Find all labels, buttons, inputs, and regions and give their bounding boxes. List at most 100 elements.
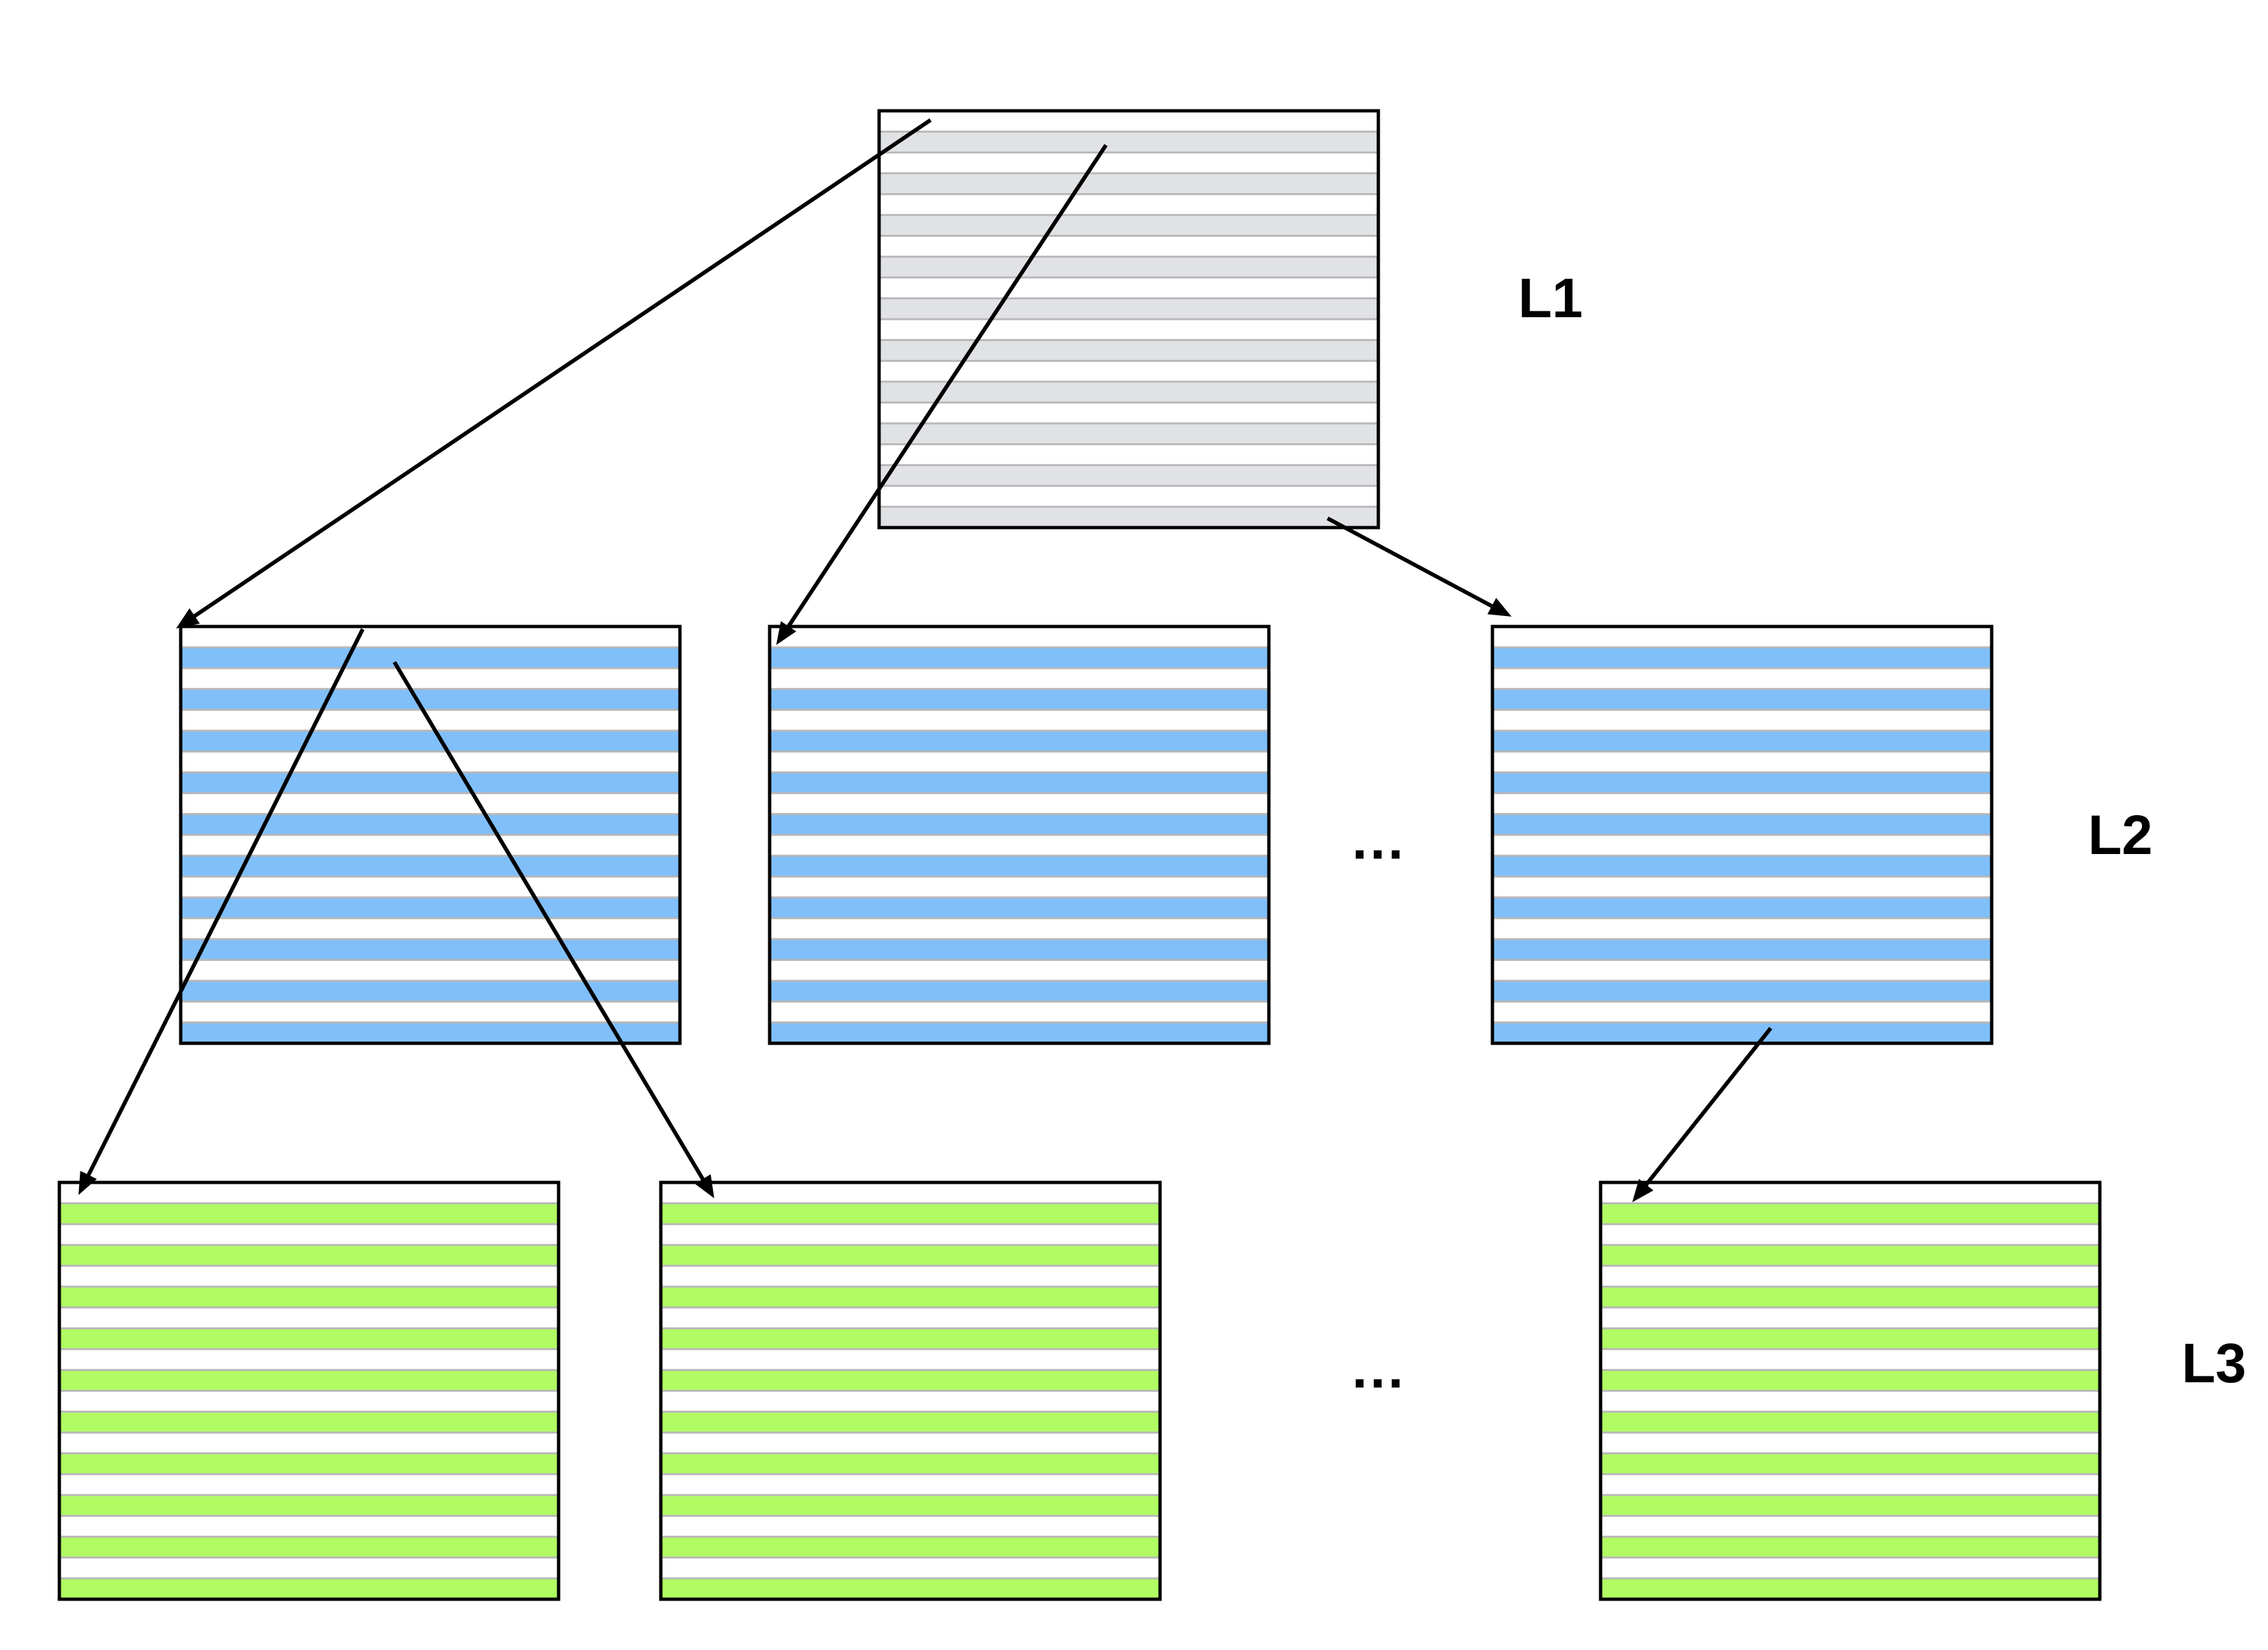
block-stripe [879,506,1378,528]
block-stripe [661,1244,1160,1266]
l1-block [877,109,1380,530]
block-stripe [1601,1453,2100,1475]
arrowhead-icon [776,621,797,645]
arrows [85,118,1773,1188]
block-stripe [59,1537,559,1558]
block-border [768,625,1271,1045]
block-stripe [770,772,1269,793]
block-stripe [879,173,1378,195]
block-stripe [181,939,680,960]
block-stripe [661,1578,1160,1599]
block-border [877,109,1380,530]
arrowheads [78,597,1654,1202]
block-stripe [770,981,1269,1002]
block-stripe [181,981,680,1002]
l2-block [768,625,1271,1045]
block-stripe [1492,731,1992,752]
arrowhead-icon [1632,1178,1654,1202]
level-label-l1: L1 [1518,267,1583,329]
block-stripe [181,814,680,835]
arrow-l2-to-l3-block-1 [85,628,365,1178]
block-stripe [1601,1495,2100,1516]
block-stripe [879,298,1378,319]
block-stripe [59,1370,559,1391]
block-stripe [59,1203,559,1225]
l3-block [57,1180,561,1601]
block-stripe [770,647,1269,669]
block-border [179,625,682,1045]
block-stripe [1492,688,1992,710]
block-stripe [661,1328,1160,1349]
block-stripe [1601,1578,2100,1599]
block-stripe [181,688,680,710]
block-stripe [770,1022,1269,1043]
block-stripe [181,731,680,752]
block-stripe [770,897,1269,919]
block-stripe [1601,1203,2100,1225]
block-stripe [59,1453,559,1475]
block-stripe [879,131,1378,153]
l3-block [659,1180,1162,1601]
block-stripe [770,814,1269,835]
block-border [1490,625,1994,1045]
arrow-l1-to-l2-block-3 [1326,516,1495,609]
block-stripe [661,1203,1160,1225]
ellipsis-l2: ... [1352,809,1407,871]
block-stripe [181,647,680,669]
block-stripe [770,688,1269,710]
block-stripe [1492,814,1992,835]
block-stripe [59,1244,559,1266]
block-stripe [1601,1244,2100,1266]
block-stripe [879,340,1378,361]
block-stripe [661,1495,1160,1516]
block-stripe [770,731,1269,752]
block-stripe [181,1022,680,1043]
block-stripe [661,1370,1160,1391]
block-stripe [1492,855,1992,877]
l3-block [1599,1180,2102,1601]
level-label-l2: L2 [2088,804,2153,866]
block-border [57,1180,561,1601]
block-stripe [661,1537,1160,1558]
block-stripe [59,1411,559,1433]
block-stripe [661,1287,1160,1308]
l2-block [1490,625,1994,1045]
block-stripe [879,257,1378,278]
l2-block [179,625,682,1045]
block-stripe [770,939,1269,960]
block-stripe [59,1578,559,1599]
arrow-l1-to-l2-block-1 [191,118,932,619]
block-stripe [59,1495,559,1516]
block-stripe [181,772,680,793]
block-stripe [1492,647,1992,669]
block-stripe [661,1453,1160,1475]
block-border [1599,1180,2102,1601]
block-border [659,1180,1162,1601]
block-stripe [1601,1287,2100,1308]
block-stripe [1492,772,1992,793]
level-label-l3: L3 [2182,1332,2247,1394]
block-stripe [1601,1370,2100,1391]
block-stripe [59,1287,559,1308]
block-stripe [59,1328,559,1349]
block-stripe [1601,1411,2100,1433]
block-stripe [661,1411,1160,1433]
arrowhead-icon [78,1171,97,1195]
block-stripe [1492,1022,1992,1043]
block-stripe [1601,1328,2100,1349]
arrowhead-icon [1487,597,1512,617]
block-stripe [879,215,1378,236]
block-stripe [879,381,1378,403]
ellipsis-l3: ... [1352,1337,1407,1399]
block-stripe [1601,1537,2100,1558]
block-stripe [1492,939,1992,960]
block-stripe [879,465,1378,486]
block-stripe [770,855,1269,877]
block-stripe [879,423,1378,444]
block-stripe [1492,981,1992,1002]
arrow-l2-to-l3-block-2 [392,661,706,1182]
arrow-l1-to-l2-block-2 [785,144,1108,630]
arrowhead-icon [176,608,200,628]
arrowhead-icon [694,1174,714,1198]
